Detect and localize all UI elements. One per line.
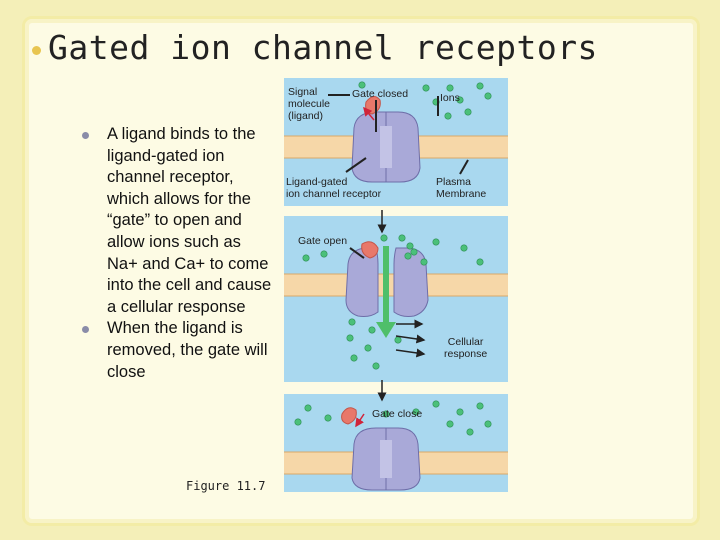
ligand-icon xyxy=(341,407,357,425)
ligand-icon xyxy=(361,241,379,259)
bullet-text: When the ligand is removed, the gate wil… xyxy=(107,319,268,381)
bullet-item: A ligand binds to the ligand-gated ion c… xyxy=(78,124,276,318)
cellular-response-label: Cellular response xyxy=(444,336,488,360)
bullet-item: When the ligand is removed, the gate wil… xyxy=(78,318,276,383)
diagram-graphic xyxy=(284,78,508,492)
panel-gate-closed xyxy=(284,78,508,206)
bullet-dot-icon xyxy=(82,326,89,334)
title-bullet-icon xyxy=(32,46,41,55)
bullet-list: A ligand binds to the ligand-gated ion c… xyxy=(78,124,276,383)
gate-open-label: Gate open xyxy=(298,235,348,247)
receptor-label: Ligand-gated ion channel receptor xyxy=(286,176,382,200)
panel-gate-close xyxy=(284,382,508,492)
signal-molecule-label: Signal molecule (ligand) xyxy=(288,86,331,122)
ion-channel-diagram: Signal molecule (ligand) Gate closed Ion… xyxy=(284,78,508,492)
plasma-membrane-label: Plasma Membrane xyxy=(436,176,487,200)
figure-caption: Figure 11.7 xyxy=(186,479,266,493)
bullet-dot-icon xyxy=(82,132,89,139)
ions-label: Ions xyxy=(440,92,460,104)
gate-closed-label: Gate closed xyxy=(352,88,409,100)
ions-icon xyxy=(294,81,492,436)
panel-gate-open xyxy=(284,206,508,382)
gate-close-label: Gate close xyxy=(372,408,423,420)
bullet-text: A ligand binds to the ligand-gated ion c… xyxy=(107,125,272,316)
slide-title: Gated ion channel receptors xyxy=(48,28,598,67)
